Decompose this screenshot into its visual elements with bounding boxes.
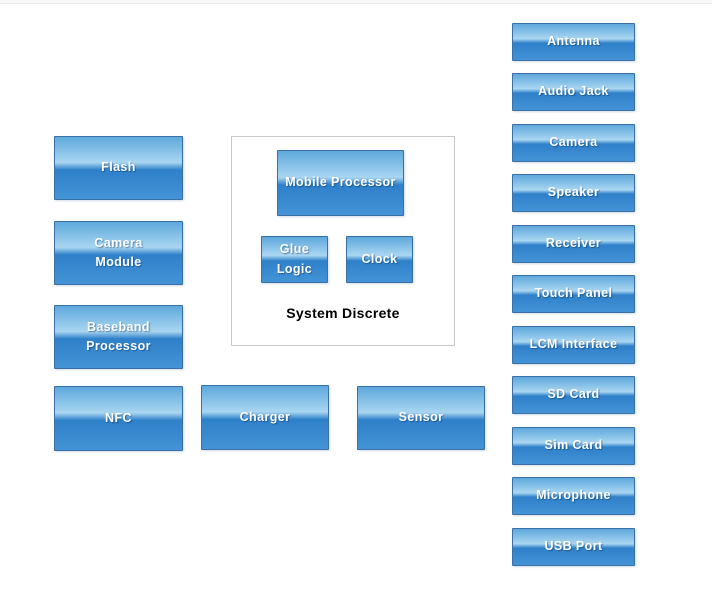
block-usb-port: USB Port <box>512 528 635 566</box>
block-baseband-processor-label: Baseband Processor <box>86 319 151 353</box>
block-sensor-label: Sensor <box>398 410 444 425</box>
system-discrete-title: System Discrete <box>286 305 400 321</box>
system-discrete-container: Mobile Processor Glue Logic Clock System… <box>231 136 455 346</box>
block-camera-module: Camera Module <box>54 221 183 285</box>
block-mobile-processor-label: Mobile Processor <box>285 175 396 190</box>
block-sensor: Sensor <box>357 386 485 450</box>
block-camera-module-label: Camera Module <box>94 235 143 269</box>
block-sim-card: Sim Card <box>512 427 635 465</box>
block-clock-label: Clock <box>361 251 398 266</box>
block-antenna: Antenna <box>512 23 635 61</box>
top-divider <box>0 0 712 4</box>
block-nfc-label: NFC <box>105 410 132 425</box>
block-nfc: NFC <box>54 386 183 451</box>
block-baseband-processor: Baseband Processor <box>54 305 183 369</box>
block-sim-card-label: Sim Card <box>544 438 603 453</box>
block-receiver-label: Receiver <box>545 236 602 251</box>
block-sd-card: SD Card <box>512 376 635 414</box>
block-camera: Camera <box>512 124 635 162</box>
block-glue-logic-label: Glue Logic <box>276 242 313 276</box>
block-sd-card-label: SD Card <box>547 387 600 402</box>
block-clock: Clock <box>346 236 413 283</box>
block-microphone: Microphone <box>512 477 635 515</box>
block-audio-jack: Audio Jack <box>512 73 635 111</box>
block-flash-label: Flash <box>101 160 136 175</box>
block-glue-logic: Glue Logic <box>261 236 328 283</box>
block-lcm-interface: LCM Interface <box>512 326 635 364</box>
block-antenna-label: Antenna <box>547 34 600 49</box>
block-microphone-label: Microphone <box>536 488 611 503</box>
block-speaker: Speaker <box>512 174 635 212</box>
block-touch-panel: Touch Panel <box>512 275 635 313</box>
block-speaker-label: Speaker <box>547 185 600 200</box>
block-charger: Charger <box>201 385 329 450</box>
block-usb-port-label: USB Port <box>544 539 603 554</box>
block-audio-jack-label: Audio Jack <box>538 84 609 99</box>
block-mobile-processor: Mobile Processor <box>277 150 404 216</box>
block-charger-label: Charger <box>239 409 291 424</box>
block-lcm-interface-label: LCM Interface <box>529 337 618 352</box>
block-touch-panel-label: Touch Panel <box>534 286 613 301</box>
block-camera-label: Camera <box>549 135 598 150</box>
block-receiver: Receiver <box>512 225 635 263</box>
block-flash: Flash <box>54 136 183 200</box>
